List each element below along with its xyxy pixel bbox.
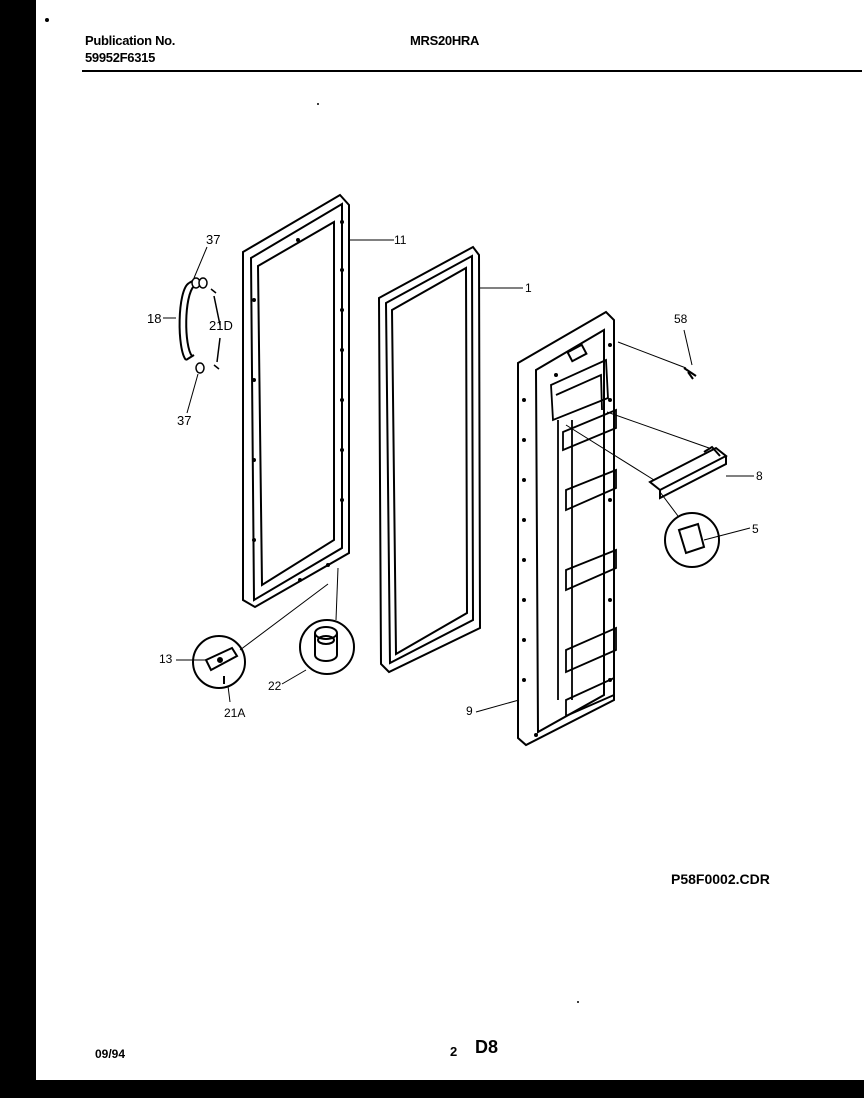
callout-37-bottom: 37 <box>177 413 191 428</box>
callout-11: 11 <box>394 233 407 247</box>
header-rule <box>82 70 862 72</box>
callout-58: 58 <box>674 312 688 326</box>
leader-9 <box>475 699 520 713</box>
handle-screws <box>210 288 221 370</box>
callout-9: 9 <box>466 704 473 718</box>
leader-21a <box>227 685 231 703</box>
speck <box>577 1001 579 1003</box>
handle-cap-bottom <box>195 362 205 374</box>
liner-holes <box>522 343 612 737</box>
exploded-door-diagram: 37 37 18 21D 11 <box>147 103 763 1003</box>
drawing-file-name: P58F0002.CDR <box>671 871 770 887</box>
callout-18: 18 <box>147 311 161 326</box>
bushing-detail-circle <box>299 619 355 675</box>
shelf-bar <box>648 445 728 500</box>
callout-37-top: 37 <box>206 232 220 247</box>
speck <box>317 103 319 105</box>
model-number: MRS20HRA <box>410 33 480 48</box>
leader-8-b <box>565 424 655 481</box>
diagram-sheet: Publication No. 59952F6315 MRS20HRA <box>36 0 864 1080</box>
publication-label: Publication No. <box>85 33 176 48</box>
detail-circle-5 <box>664 512 720 568</box>
callout-21d: 21D <box>209 318 233 333</box>
publication-number: 59952F6315 <box>85 50 156 65</box>
callout-21a: 21A <box>224 706 245 720</box>
callout-22: 22 <box>268 679 282 693</box>
outer-door-holes <box>252 220 344 582</box>
leader-5-a <box>659 491 679 517</box>
leader-5 <box>703 527 751 541</box>
callout-13: 13 <box>159 652 173 666</box>
callout-5: 5 <box>752 522 759 536</box>
section-code: D8 <box>475 1037 499 1057</box>
handle-cap-top <box>191 277 208 289</box>
hinge-detail-circle <box>192 635 246 689</box>
door-handle <box>178 278 197 361</box>
outer-door-panel <box>242 193 350 609</box>
callout-1: 1 <box>525 281 532 295</box>
leader-22-upper <box>335 567 339 621</box>
leader-22 <box>281 669 307 685</box>
revision-date: 09/94 <box>95 1047 126 1061</box>
callout-8: 8 <box>756 469 763 483</box>
leader-8-a <box>606 411 710 449</box>
liner-screw <box>683 367 697 380</box>
leader-58-upper <box>683 329 693 366</box>
door-liner <box>517 310 615 747</box>
door-gasket <box>377 245 482 674</box>
page-number: 2 <box>450 1044 458 1059</box>
handle-leaders <box>163 246 208 414</box>
margin-dot <box>45 18 49 22</box>
leader-58-lower <box>617 341 687 369</box>
liner-shelves <box>550 358 617 718</box>
leader-hinge-upper <box>239 583 329 651</box>
